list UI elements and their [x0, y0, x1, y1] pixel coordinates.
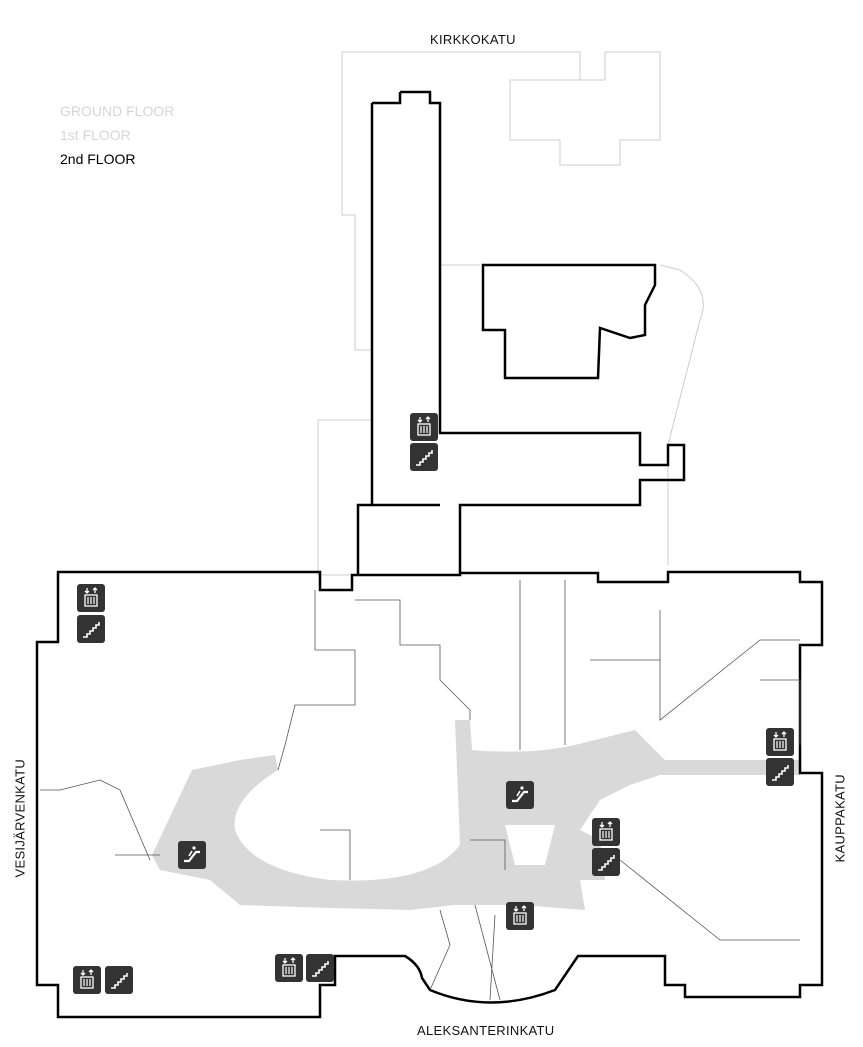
elevator-icon[interactable] [506, 902, 534, 930]
elevator-icon[interactable] [766, 728, 794, 756]
stairs-icon[interactable] [105, 966, 133, 994]
interior-walls [40, 580, 801, 1001]
elevator-icon[interactable] [77, 584, 105, 612]
street-label-south: ALEKSANTERINKATU [417, 1023, 555, 1038]
floor-ground-button[interactable]: GROUND FLOOR [60, 103, 175, 119]
elevator-icon[interactable] [275, 954, 303, 982]
corridor-area [152, 720, 800, 910]
stairs-icon[interactable] [77, 615, 105, 643]
floor-1st-button[interactable]: 1st FLOOR [60, 127, 131, 143]
inactive-building-outline [317, 51, 704, 576]
stairs-icon[interactable] [592, 848, 620, 876]
active-floor-outline [35, 90, 824, 1019]
elevator-icon[interactable] [592, 818, 620, 846]
floor-2nd-button[interactable]: 2nd FLOOR [60, 151, 136, 167]
elevator-icon[interactable] [410, 413, 438, 441]
elevator-icon[interactable] [73, 966, 101, 994]
stairs-icon[interactable] [306, 954, 334, 982]
stairs-icon[interactable] [766, 758, 794, 786]
escalator-icon[interactable] [506, 781, 534, 809]
escalator-icon[interactable] [178, 841, 206, 869]
street-label-north: KIRKKOKATU [430, 32, 516, 47]
stairs-icon[interactable] [410, 443, 438, 471]
